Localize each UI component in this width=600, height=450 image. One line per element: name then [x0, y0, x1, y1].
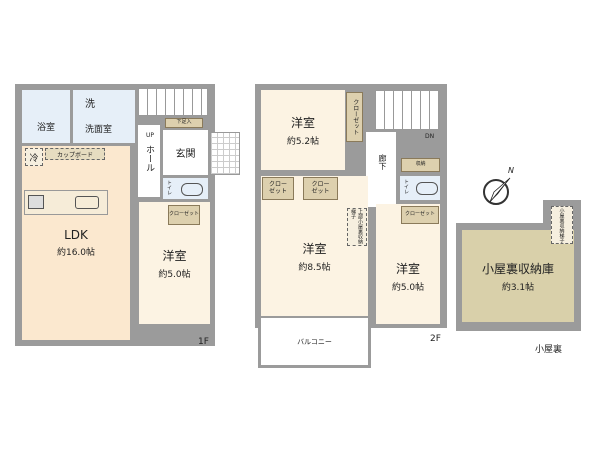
bathroom: 浴室	[22, 90, 70, 143]
balcony: バルコニー	[258, 318, 371, 368]
toilet-1f: トイレ	[163, 178, 208, 199]
stairs-up-label: UP	[146, 132, 155, 139]
fridge: 冷	[25, 148, 43, 166]
compass-north-label: N	[508, 166, 514, 175]
stove-icon	[28, 195, 44, 209]
ldk-name: LDK	[64, 228, 88, 242]
attic-ladder: 小屋裏収納梯子	[551, 206, 573, 244]
toilet-2f: トイレ	[400, 176, 440, 200]
washer-label: 洗	[85, 99, 95, 110]
closet-vertical: クローゼット	[346, 92, 363, 142]
shoe-storage: 下足入	[165, 118, 203, 128]
closet-a: クローゼット	[262, 177, 294, 200]
floor1-label: 1F	[198, 337, 209, 347]
closet-east: クローゼット	[401, 206, 439, 224]
cupboard: カップボード	[45, 148, 105, 160]
western-room-5-0-2f: 洋室 約5.0帖	[376, 204, 440, 324]
attic-storage: 小屋裏収納庫 約3.1帖	[462, 230, 574, 322]
hall	[138, 125, 160, 197]
storage-2f: 収納	[401, 158, 440, 172]
stairs-1f	[138, 88, 208, 116]
floor2-label: 2F	[430, 334, 441, 344]
toilet-icon	[181, 183, 203, 196]
ldk-area: 約16.0帖	[56, 248, 96, 258]
corridor: 廊下	[366, 132, 396, 207]
western-room-5-2: 洋室 約5.2帖	[261, 90, 345, 170]
entrance: 玄関	[163, 130, 208, 175]
compass-icon: N	[480, 166, 516, 208]
washroom-label: 洗面室	[85, 125, 113, 135]
closet-b: クローゼット	[303, 177, 338, 200]
toilet-icon	[416, 182, 438, 195]
sink-icon	[75, 196, 99, 209]
stairs-down-label: DN	[425, 133, 435, 140]
washroom	[73, 90, 135, 143]
entrance-porch	[210, 132, 240, 175]
stairs-2f	[375, 90, 440, 130]
attic-label: 小屋裏	[535, 345, 563, 355]
hall-label: ホール	[144, 145, 154, 172]
ldk: LDK 約16.0帖	[22, 146, 130, 340]
closet-1f: クローゼット	[168, 205, 200, 225]
attic-ladder-2f: 上部小屋裏収納梯子	[347, 208, 367, 246]
